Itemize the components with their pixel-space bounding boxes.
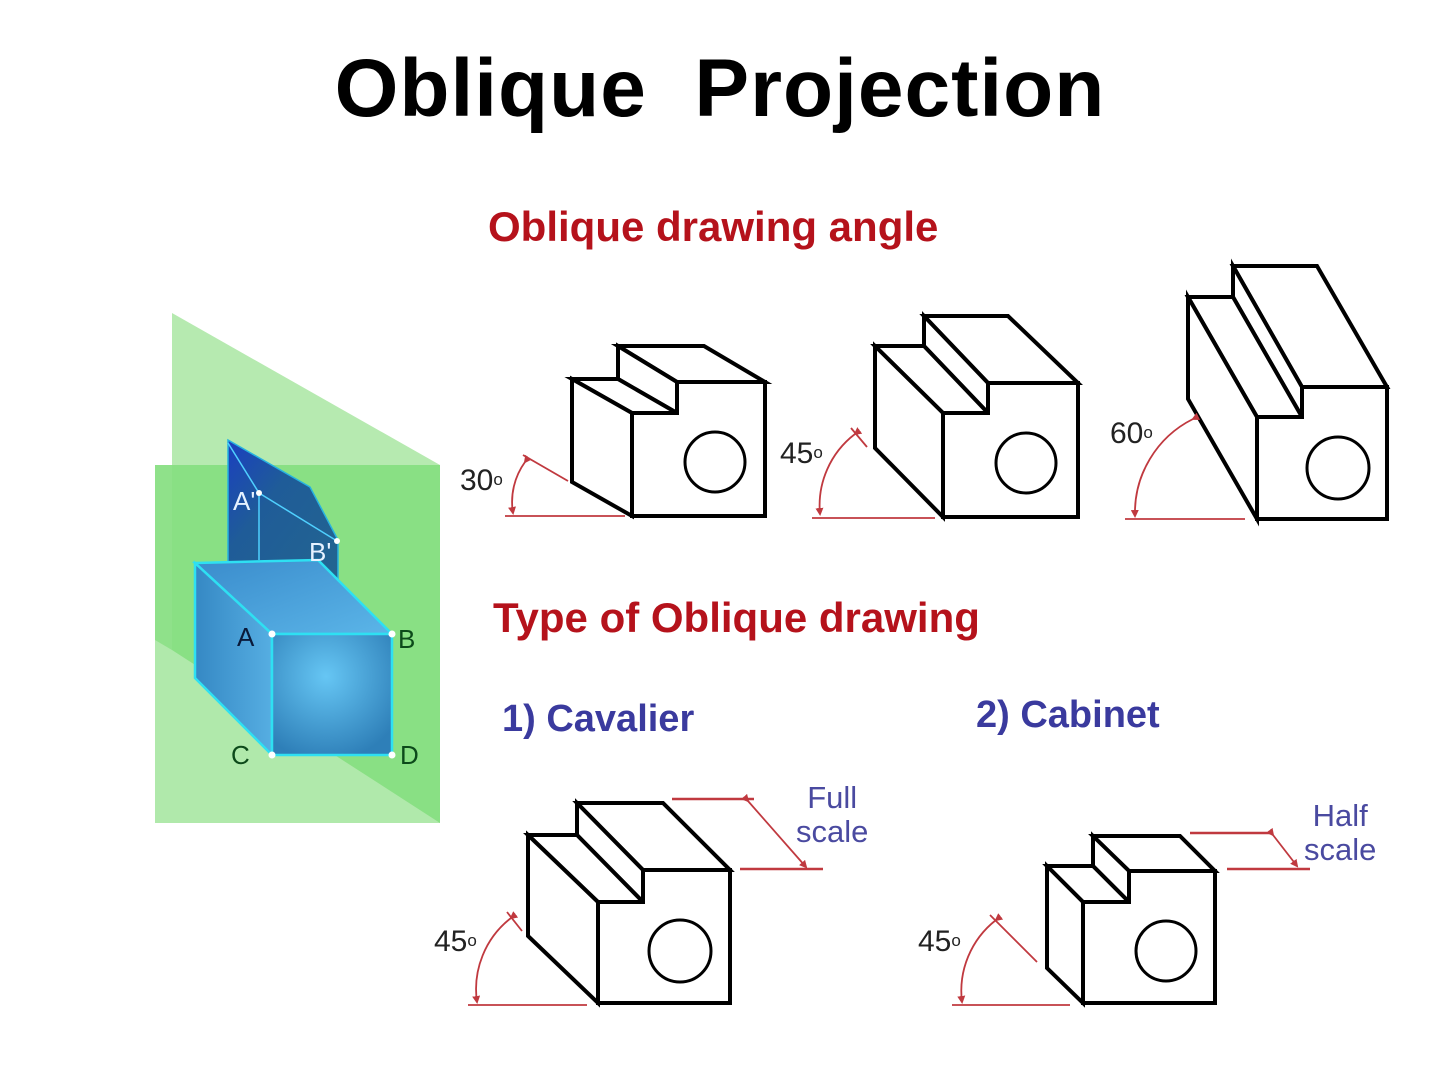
cabinet-block (1042, 831, 1220, 1008)
cube-front (270, 632, 394, 757)
cube-label-c: C (231, 740, 250, 770)
cabinet-annotation (952, 827, 1310, 1006)
scale-line-2: scale (796, 814, 869, 849)
cavalier-label: 1) Cavalier (502, 698, 695, 740)
projected-label-a: A' (233, 486, 256, 516)
projected-label-b: B' (309, 537, 332, 567)
angle-60-annotation (1125, 412, 1245, 520)
angle-section-heading: Oblique drawing angle (488, 203, 939, 250)
cavalier-block (523, 798, 735, 1008)
types-section-heading: Type of Oblique drawing (493, 594, 980, 641)
scale-line-1: Half (1312, 798, 1368, 833)
projection-figure (155, 313, 440, 823)
cube-label-b: B (398, 624, 416, 654)
cavalier-angle-label: 45o (434, 925, 477, 958)
cavalier-annotation (468, 793, 823, 1006)
cabinet-angle-label: 45o (918, 925, 961, 958)
scale-line-2: scale (1304, 832, 1377, 867)
angle-label-30: 30o (460, 464, 503, 497)
block-60 (1184, 258, 1391, 527)
block-30 (564, 342, 773, 520)
angle-45-annotation (812, 427, 935, 519)
angle-30-annotation (505, 454, 625, 517)
cube-label-a: A (237, 622, 255, 652)
page-title: Oblique Projection (334, 43, 1106, 134)
projected-shape (227, 438, 339, 581)
scale-line-1: Full (807, 780, 858, 815)
block-45 (870, 311, 1083, 522)
cube-label-d: D (400, 740, 419, 770)
cabinet-label: 2) Cabinet (976, 694, 1160, 736)
